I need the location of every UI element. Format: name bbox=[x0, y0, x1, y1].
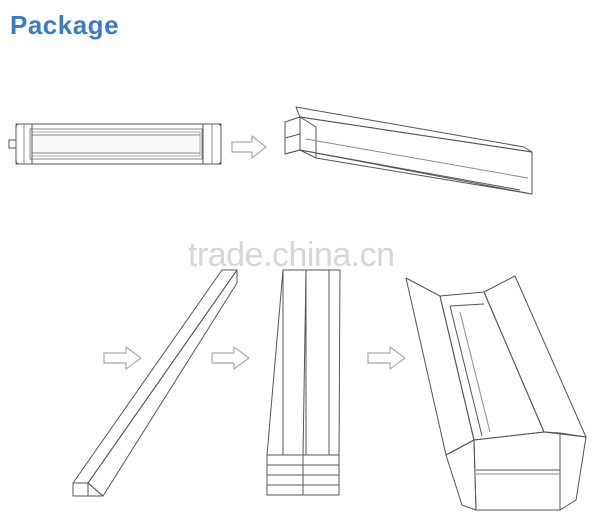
stacked-boxes-icon bbox=[266, 269, 341, 496]
arrow-right-icon bbox=[211, 346, 250, 370]
master-carton-icon bbox=[405, 275, 587, 511]
watermark-text: trade.china.cn bbox=[188, 236, 395, 274]
arrow-right-icon bbox=[231, 135, 267, 159]
long-box-icon bbox=[72, 269, 238, 497]
led-fixture-icon bbox=[8, 123, 222, 165]
open-carton-icon bbox=[284, 106, 533, 195]
page-title: Package bbox=[10, 10, 120, 40]
arrow-right-icon bbox=[103, 346, 142, 370]
arrow-right-icon bbox=[367, 346, 406, 370]
